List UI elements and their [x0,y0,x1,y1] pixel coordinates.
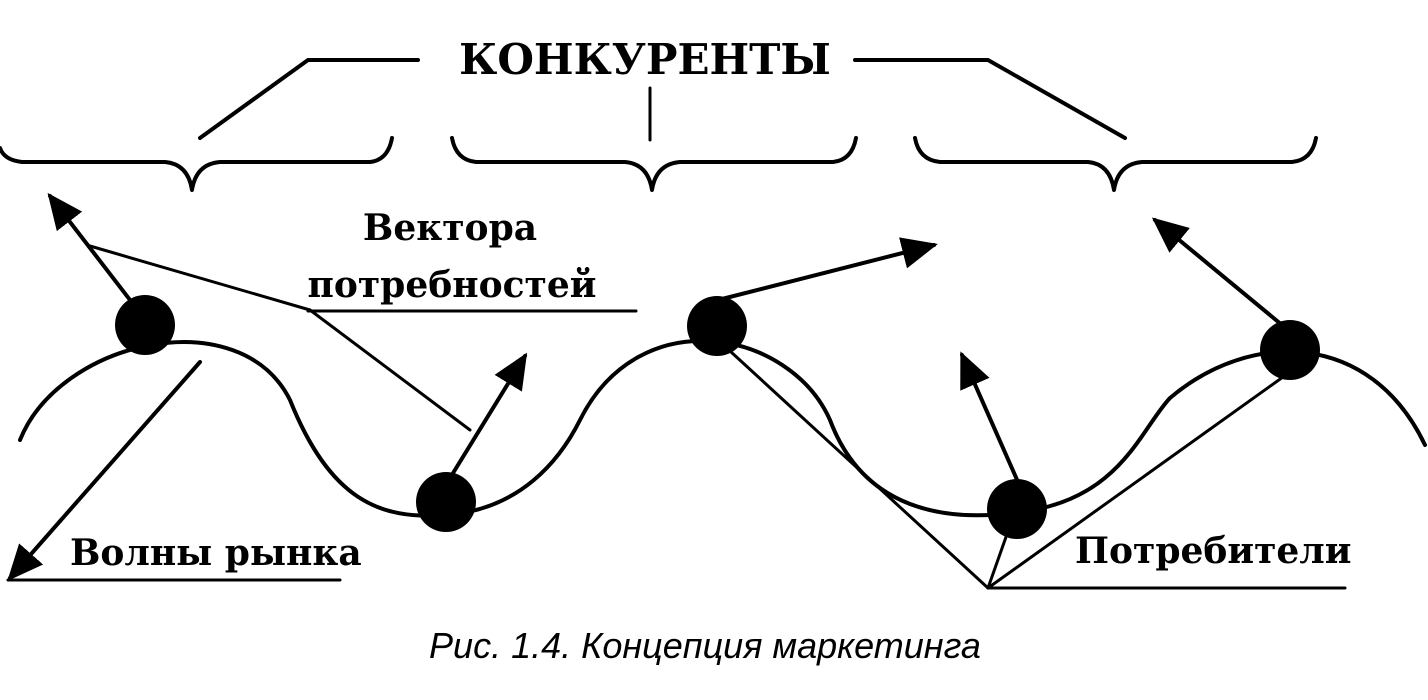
consumer-dot-5 [1260,320,1320,380]
needs-vectors-leaders [88,244,472,432]
consumers-label: Потребители [1075,530,1351,572]
need-vector-arrow-4 [960,351,1020,484]
consumer-dot-4 [987,479,1047,539]
need-vector-arrows [47,192,1284,484]
needs-leader-to-vector-1 [88,244,312,312]
connector-left [198,58,420,140]
needs-leader-to-vector-2 [308,308,472,432]
consumer-dot-1 [115,295,175,355]
need-vector-arrow-5 [1151,217,1284,327]
competitors-title: КОНКУРЕНТЫ [459,35,831,84]
figure-caption: Рис. 1.4. Концепция маркетинга [429,625,981,666]
connector-right [853,58,1127,140]
need-vector-arrow-2 [448,352,528,480]
consumers-leader-3 [986,370,1292,590]
needs-vectors-label-line2: потребностей [308,264,597,306]
competitors-connectors [198,58,1127,142]
brace-left [0,136,394,192]
need-vector-arrow-3 [716,237,938,302]
brace-right [913,136,1318,192]
market-waves-leader [7,360,202,582]
consumers-leader-1 [716,338,990,590]
competitor-braces [0,136,1318,192]
need-vector-arrow-1 [47,192,132,302]
market-wave-curve [18,338,1427,518]
consumer-dot-3 [687,296,747,356]
consumer-dots [115,295,1320,539]
needs-vectors-label-line1: Вектора [363,207,537,249]
consumer-dot-2 [416,472,476,532]
brace-center [450,136,858,192]
market-waves-label: Волны рынка [70,532,362,574]
